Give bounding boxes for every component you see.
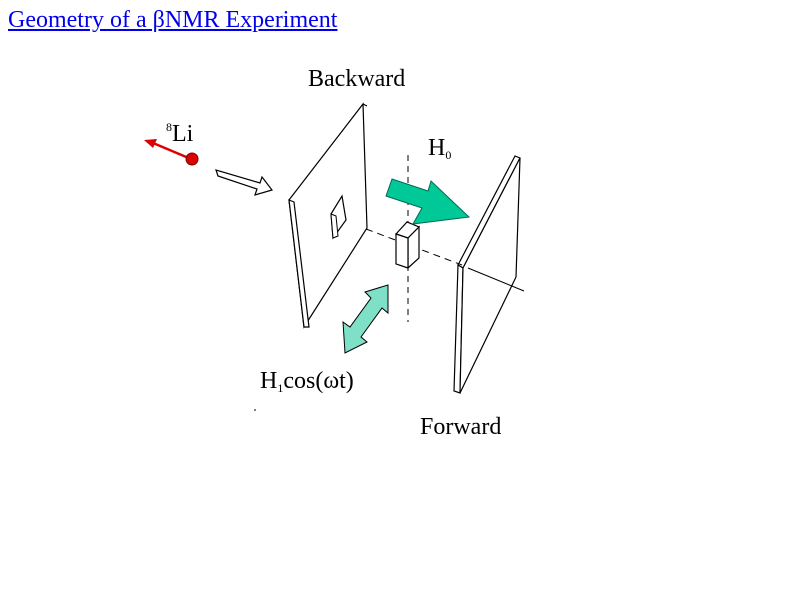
h0-symbol: H [428, 135, 446, 161]
h1-field-arrow [342, 284, 389, 354]
page-title[interactable]: Geometry of a βNMR Experiment [8, 7, 338, 33]
backward-detector [288, 102, 368, 329]
li8-mass-number: 8 [166, 120, 172, 134]
spin-arrow-shaft [152, 141, 192, 161]
sample-cube [394, 221, 421, 270]
forward-detector-label: Forward [420, 414, 502, 440]
h1-label: H1cos(ωt) [260, 367, 354, 398]
spin-arrow-head [144, 139, 157, 148]
forward-detector [453, 155, 521, 394]
beam-axis-exit-line [467, 267, 525, 292]
li8-symbol: Li [172, 121, 194, 147]
li8-ion [144, 139, 199, 166]
h0-field-arrow [385, 178, 471, 225]
beam-direction-arrow [215, 169, 274, 196]
h1-cos-term: cos(ωt) [283, 368, 354, 394]
li8-label: 8Li [166, 120, 193, 151]
h1-symbol: H [260, 368, 278, 394]
backward-detector-label: Backward [308, 66, 406, 92]
h0-subscript: 0 [445, 148, 452, 162]
h1-subscript: 1 [277, 381, 284, 395]
h0-label: H0 [428, 134, 451, 165]
li8-ion-dot [185, 152, 199, 166]
